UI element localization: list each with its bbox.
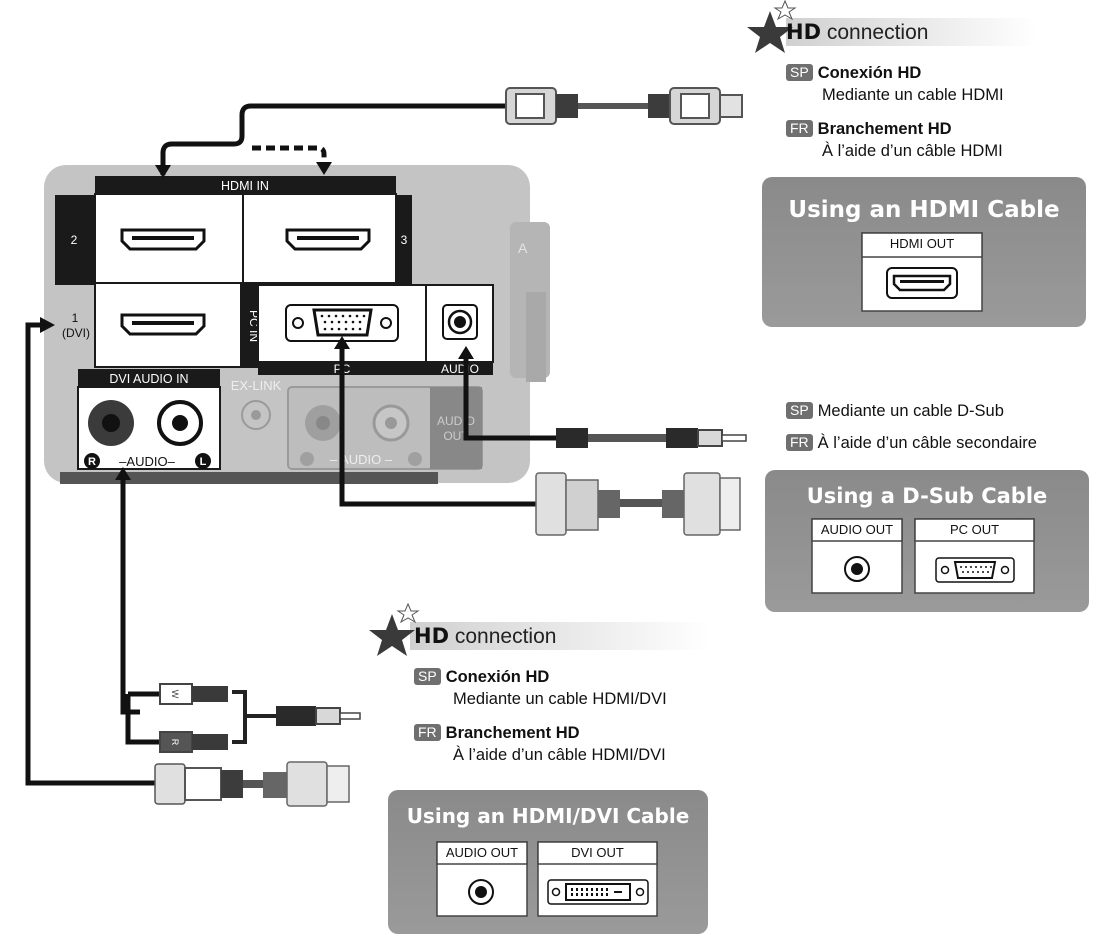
vga-port (285, 304, 399, 342)
edge-letter: A (518, 240, 528, 256)
fr-tag: FR (414, 724, 441, 741)
hdmi-port-1-dvi (120, 313, 206, 336)
star-icon (369, 614, 415, 656)
hd-rest: connection (449, 625, 557, 648)
dvi-audio-left-cables: W R (25, 317, 361, 807)
hdmi-in-block: HDMI IN 2 3 1 (DVI) (55, 176, 412, 368)
audio-out-partial-1: AUDIO (437, 414, 475, 428)
dvi-box-graphic (388, 790, 708, 934)
dvi-box-title: Using an HDMI/DVI Cable (406, 804, 690, 828)
dsub-sp-desc: Mediante un cable D-Sub (817, 402, 1004, 420)
sp-title: Conexión HD (817, 64, 922, 82)
dsub-box-title: Using a D-Sub Cable (806, 484, 1048, 508)
hd-connection-title-top: HD connection (786, 20, 928, 45)
hd-header-bottom (369, 602, 710, 656)
port-3-label: 3 (401, 233, 408, 247)
ex-link-label: EX-LINK (231, 378, 282, 393)
dvi-audio-in-label: DVI AUDIO IN (109, 372, 188, 386)
fr-title: Branchement HD (817, 120, 952, 138)
port-1-label: 1 (72, 311, 79, 325)
dvi-audio-in-block: DVI AUDIO IN R –AUDIO– L (77, 369, 221, 470)
sp-title: Conexión HD (445, 668, 550, 686)
small-star-icon (396, 602, 420, 624)
fr-desc-top: À l’aide d’un câble HDMI (822, 142, 1003, 160)
sp-desc-top: Mediante un cable HDMI (822, 86, 1004, 104)
hdmi-in-label: HDMI IN (221, 179, 269, 193)
dsub-box-graphic (765, 470, 1089, 612)
svg-text:R: R (170, 739, 180, 746)
dsub-fr-desc: À l’aide d’un câble secondaire (817, 434, 1037, 452)
port-1-dvi-label: (DVI) (62, 326, 90, 340)
port-2-label: 2 (71, 233, 78, 247)
hd-rest: connection (821, 21, 929, 44)
hd-header-top (747, 0, 1036, 53)
hd-bold: HD (414, 624, 450, 648)
fr-desc-bottom: À l’aide d’un câble HDMI/DVI (453, 746, 666, 764)
fr-title: Branchement HD (445, 724, 580, 742)
star-icon (747, 11, 793, 53)
fr-tag: FR (786, 120, 813, 137)
dvi-out-label: DVI OUT (571, 845, 624, 860)
hdmi-box-title: Using an HDMI Cable (788, 197, 1060, 223)
l-letter: L (200, 456, 207, 468)
sp-tag: SP (414, 668, 441, 685)
audio-out-partial-2: OUT (443, 429, 469, 443)
hdmi-port-3 (285, 228, 371, 251)
dvi-audio-out-label: AUDIO OUT (445, 845, 519, 860)
fr-tag: FR (786, 434, 813, 451)
hdmi-out-label: HDMI OUT (889, 236, 955, 251)
small-star-icon (773, 0, 797, 21)
audio-label: AUDIO (441, 362, 479, 376)
hdmi-box-graphic (762, 177, 1086, 327)
pc-in-block: PC IN PC AUDIO (240, 284, 494, 376)
sp-tag: SP (786, 402, 813, 419)
sp-tag: SP (786, 64, 813, 81)
hd-bold: HD (786, 20, 822, 44)
hdmi-port-2 (120, 228, 206, 251)
svg-text:W: W (170, 690, 180, 699)
hdmi-cable (155, 87, 743, 178)
audio-jack-port (442, 304, 478, 340)
gray-audio-text: – AUDIO – (330, 452, 393, 467)
dsub-pc-out-label: PC OUT (949, 522, 1000, 537)
sp-desc-bottom: Mediante un cable HDMI/DVI (453, 690, 667, 708)
dsub-audio-cables (334, 336, 747, 536)
r-letter: R (88, 456, 96, 468)
hd-connection-title-bottom: HD connection (414, 624, 556, 649)
dvi-audio-text: –AUDIO– (119, 454, 175, 469)
dsub-audio-out-label: AUDIO OUT (820, 522, 894, 537)
